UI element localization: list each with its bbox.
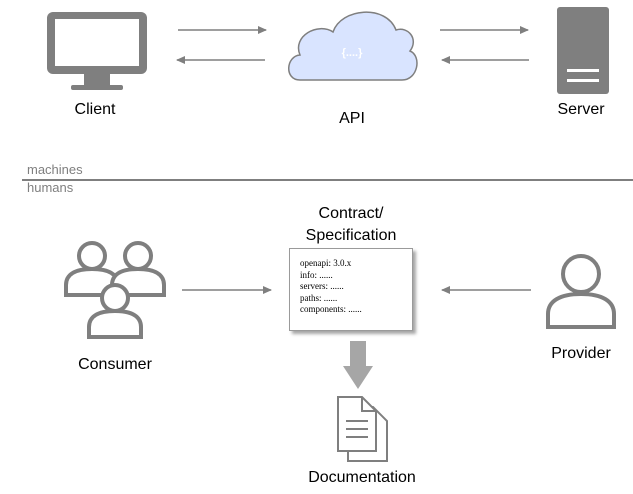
spec-line-paths: paths: ......	[300, 292, 338, 303]
user-icon	[546, 254, 616, 329]
spec-line-components: components: ......	[300, 304, 362, 314]
cloud-icon: {....}	[288, 11, 418, 81]
api-label: API	[339, 110, 365, 127]
spec-line-info: info: ......	[300, 269, 333, 280]
specification-card: openapi: 3.0.x info: ...... servers: ...…	[289, 248, 413, 331]
contract-title-line2: Specification	[305, 227, 397, 244]
server-label: Server	[557, 101, 605, 118]
client-label: Client	[74, 101, 116, 118]
cloud-label: {....}	[342, 47, 364, 59]
spec-line-openapi: openapi: 3.0.x	[300, 258, 352, 268]
users-group-icon	[64, 241, 166, 339]
monitor-icon	[47, 12, 147, 90]
documentation-label: Documentation	[308, 469, 416, 486]
humans-zone-label: humans	[27, 180, 74, 195]
provider-label: Provider	[551, 345, 611, 362]
arrow-contract-to-documentation	[343, 341, 373, 389]
documents-icon	[337, 396, 388, 462]
consumer-label: Consumer	[78, 356, 152, 373]
contract-title-line1: Contract/	[318, 205, 384, 222]
spec-line-servers: servers: ......	[300, 281, 344, 291]
server-icon	[557, 7, 609, 94]
machines-zone-label: machines	[27, 162, 83, 177]
